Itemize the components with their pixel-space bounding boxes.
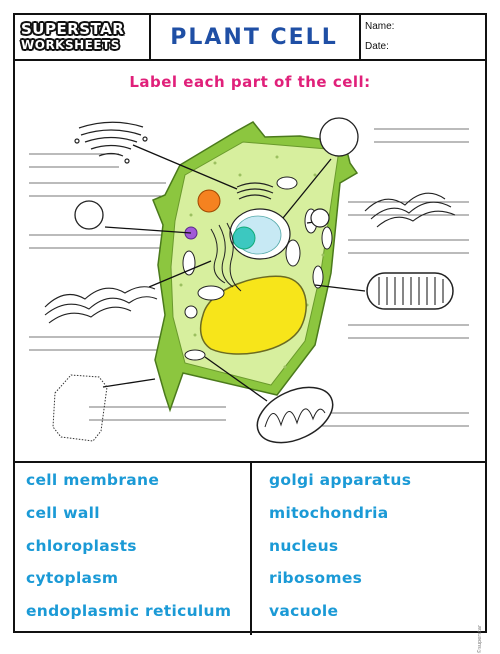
er-inside bbox=[210, 222, 242, 292]
term-vacuole: vacuole bbox=[269, 602, 339, 620]
name-date-box: Name: Date: bbox=[361, 15, 485, 59]
copyright-note: ©superstar bbox=[477, 625, 483, 654]
logo-line-1: SUPERSTAR bbox=[21, 20, 125, 38]
logo-line-2: WORKSHEETS bbox=[21, 38, 120, 52]
golgi-icon bbox=[74, 121, 148, 164]
term-mitochondria: mitochondria bbox=[269, 504, 389, 522]
term-cytoplasm: cytoplasm bbox=[26, 569, 119, 587]
term-cell-wall: cell wall bbox=[26, 504, 100, 522]
worksheet-frame: SUPERSTAR WORKSHEETS PLANT CELL Name: Da… bbox=[13, 13, 487, 654]
title-cell: PLANT CELL bbox=[149, 15, 361, 59]
golgi-inside bbox=[236, 182, 274, 200]
header: SUPERSTAR WORKSHEETS PLANT CELL Name: Da… bbox=[15, 15, 485, 61]
logo: SUPERSTAR WORKSHEETS bbox=[15, 15, 151, 59]
term-chloroplasts: chloroplasts bbox=[26, 537, 137, 555]
small-circle-icon bbox=[310, 208, 330, 228]
answer-lines-left bbox=[29, 153, 226, 421]
date-label: Date: bbox=[365, 41, 389, 52]
term-ribosomes: ribosomes bbox=[269, 569, 363, 587]
name-label: Name: bbox=[365, 21, 395, 32]
term-endoplasmic-reticulum: endoplasmic reticulum bbox=[26, 602, 232, 620]
endoplasmic-reticulum-icon bbox=[44, 192, 456, 324]
term-cell-membrane: cell membrane bbox=[26, 471, 160, 489]
nucleus-icon bbox=[319, 117, 359, 157]
mitochondrion-icon-2 bbox=[256, 386, 334, 444]
pointer-lines bbox=[102, 144, 366, 402]
term-golgi-apparatus: golgi apparatus bbox=[269, 471, 412, 489]
word-bank-divider bbox=[250, 463, 252, 635]
page-title: PLANT CELL bbox=[170, 24, 338, 50]
vesicle-icon bbox=[74, 200, 104, 230]
vacuole bbox=[199, 275, 307, 355]
small-vesicle bbox=[184, 305, 198, 319]
term-nucleus: nucleus bbox=[269, 537, 339, 555]
orange-organelle bbox=[197, 189, 221, 213]
cell-wall-icon bbox=[52, 374, 108, 442]
answer-lines-right bbox=[315, 128, 469, 427]
plant-cell-diagram bbox=[29, 117, 469, 444]
mitochondria-inside bbox=[182, 176, 333, 361]
word-bank: cell membrane cell wall chloroplasts cyt… bbox=[15, 461, 485, 654]
nucleolus bbox=[232, 226, 256, 250]
mitochondrion-icon bbox=[366, 272, 454, 310]
instruction: Label each part of the cell: bbox=[129, 73, 371, 91]
